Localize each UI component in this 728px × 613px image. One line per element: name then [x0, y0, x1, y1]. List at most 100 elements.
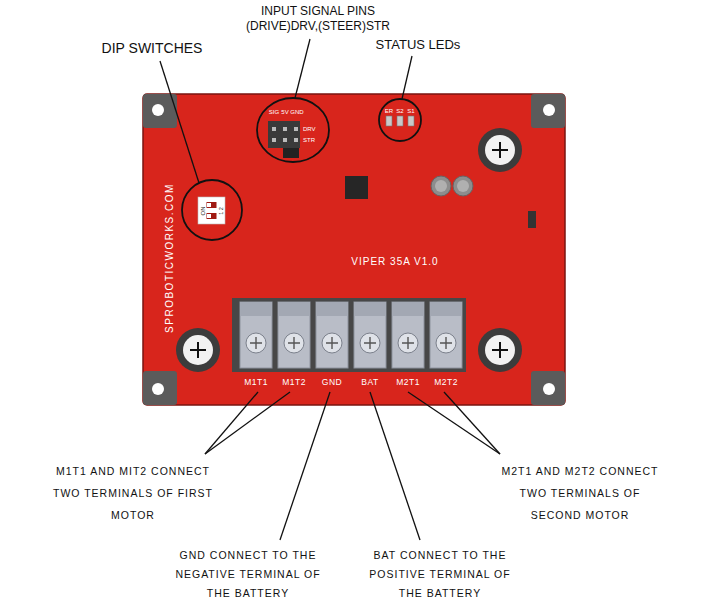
mount-pad [531, 94, 565, 128]
terminal-top [392, 302, 424, 316]
screw-slot [499, 342, 501, 358]
header-pin [283, 138, 287, 142]
callout-label: INPUT SIGNAL PINS (DRIVE)DRV,(STEER)STR [231, 4, 406, 34]
header-pin [272, 127, 276, 131]
leader-line [402, 56, 412, 99]
screw-slot [440, 337, 452, 349]
terminal-top [316, 302, 348, 316]
screw-slot [326, 337, 338, 349]
note-text: M1T1 AND MIT2 CONNECT TWO TERMINALS OF F… [51, 460, 216, 526]
capacitor [453, 176, 473, 196]
highlight-circle [379, 99, 421, 141]
note-text: M2T1 AND M2T2 CONNECT TWO TERMINALS OF S… [498, 460, 663, 526]
dip-switch-body [198, 197, 225, 224]
dip-switch: ON 1 2 [198, 197, 225, 224]
terminal-screw [436, 333, 456, 353]
terminal-name: GND [322, 377, 342, 387]
mount-pad [143, 371, 177, 405]
leader-line [370, 392, 420, 540]
screw-slot [402, 337, 414, 349]
mount-hole [152, 104, 164, 116]
terminal-top [240, 302, 272, 316]
highlight-circle [182, 180, 242, 240]
terminal [316, 302, 348, 368]
mount-hole [152, 383, 164, 395]
board-model: VIPER 35A V1.0 [351, 257, 438, 267]
screw-slot [499, 142, 501, 158]
screw-ring [478, 128, 522, 172]
leader-line [295, 39, 310, 98]
terminal-name: BAT [361, 377, 378, 387]
switch-text: ON [200, 206, 206, 215]
small-component [528, 211, 536, 228]
screw-slot [288, 337, 300, 349]
leader-line [160, 61, 199, 183]
terminal-name: M1T1 [244, 377, 268, 387]
switch-number: 1 2 [219, 207, 225, 215]
terminal-base [232, 298, 466, 372]
callout-label: STATUS LEDs [376, 37, 461, 52]
leader-line [408, 392, 500, 454]
callout-label: DIP SWITCHES [102, 40, 203, 57]
terminal-screw [246, 333, 266, 353]
highlight-circle [257, 98, 329, 162]
screw-head [183, 335, 213, 365]
leader-line [444, 392, 500, 454]
controller-board: SPROBOTICWORKS.COM VIPER 35A V1.0 ON 1 2 [143, 94, 565, 405]
leader-line [205, 392, 258, 454]
terminal-screw [398, 333, 418, 353]
terminal-name: M2T2 [434, 377, 458, 387]
signal-name: DRV [303, 126, 316, 133]
leader-line [205, 392, 290, 454]
header-pin [272, 138, 276, 142]
pin-name: GND [290, 109, 303, 116]
screw-slot [197, 342, 199, 358]
terminal-top [430, 302, 462, 316]
screw-slot [250, 337, 262, 349]
led-name: S2 [396, 108, 403, 115]
terminal [392, 302, 424, 368]
signal-name: STR [303, 137, 315, 144]
terminal [430, 302, 462, 368]
dip-knob [207, 214, 211, 218]
mount-hole [543, 383, 555, 395]
board-body [143, 94, 565, 405]
header-pin [294, 138, 298, 142]
dip-knob [207, 203, 211, 207]
note-text: BAT CONNECT TO THE POSITIVE TERMINAL OF … [365, 546, 515, 603]
mount-pad [531, 371, 565, 405]
screw-head [485, 135, 515, 165]
capacitor [431, 176, 451, 196]
terminal-screw [360, 333, 380, 353]
terminal-screw [322, 333, 342, 353]
website-text: SPROBOTICWORKS.COM [165, 183, 175, 333]
led-name: ER [385, 108, 393, 115]
status-led [386, 116, 392, 126]
note-text: GND CONNECT TO THE NEGATIVE TERMINAL OF … [173, 546, 323, 603]
terminal-name: M1T2 [282, 377, 306, 387]
screw-head [485, 335, 515, 365]
capacitor-top [435, 180, 447, 192]
dip-slot [207, 213, 217, 219]
header-pin [294, 127, 298, 131]
header-pin [283, 127, 287, 131]
pin-name: 5V [281, 109, 288, 116]
small-component [283, 148, 299, 158]
terminal [240, 302, 272, 368]
terminal-top [278, 302, 310, 316]
terminal-screw [284, 333, 304, 353]
status-led [408, 116, 414, 126]
screw-ring [478, 328, 522, 372]
terminal-top [354, 302, 386, 316]
terminal-name: M2T1 [396, 377, 420, 387]
pin-header [268, 121, 300, 148]
screw-slot [364, 337, 376, 349]
dip-slot [207, 202, 217, 208]
led-name: S1 [407, 108, 414, 115]
leader-lines [160, 39, 500, 540]
terminal-block [240, 302, 462, 368]
pin-name: SIG [269, 109, 279, 116]
capacitor-top [457, 180, 469, 192]
